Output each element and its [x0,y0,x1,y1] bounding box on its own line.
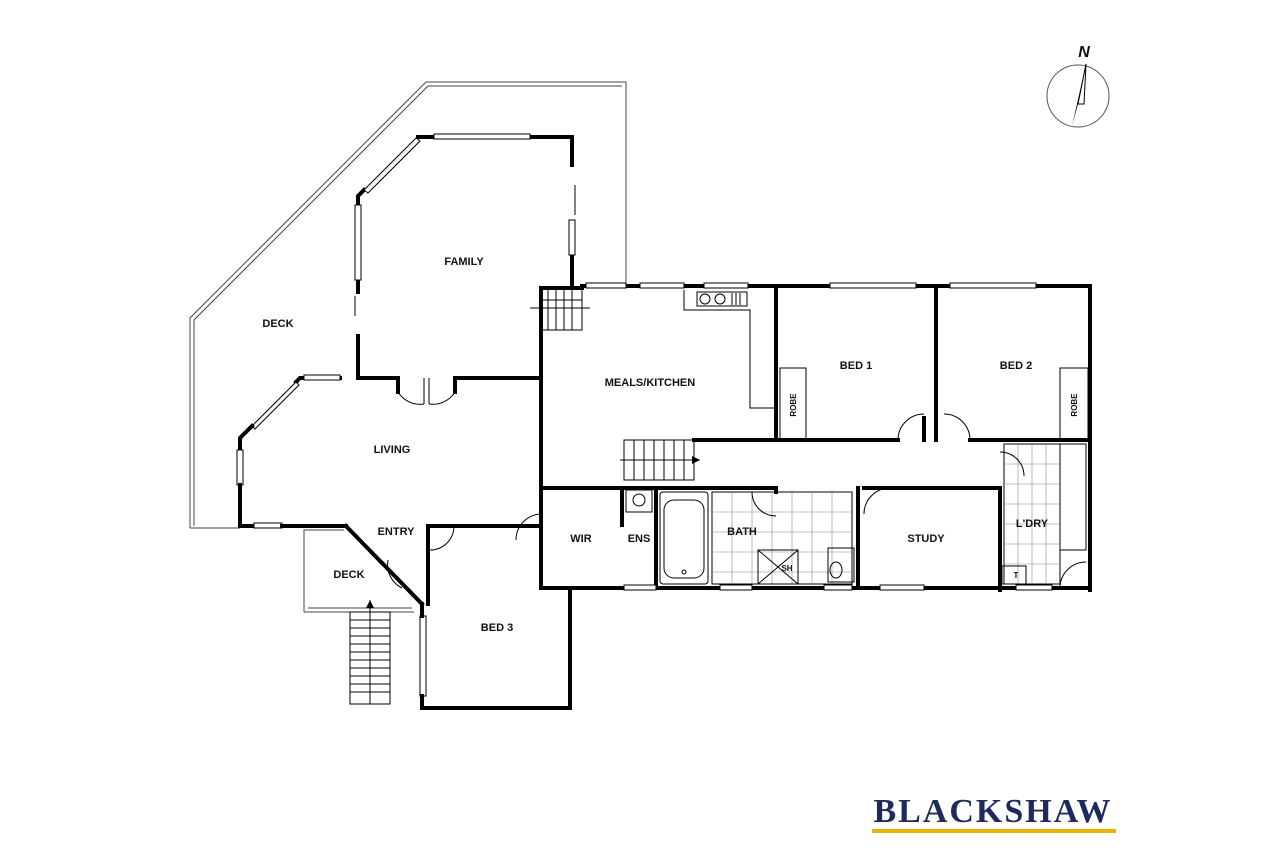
north-arrow-icon: N [1046,44,1110,128]
bedroom-walls [692,284,1092,442]
deck-outline [189,81,627,529]
brand-underline [872,829,1116,833]
label-living: LIVING [374,444,411,456]
label-bed1: BED 1 [840,360,872,372]
label-bed2: BED 2 [1000,360,1032,372]
brand-name: BLACKSHAW [873,793,1112,830]
entry-bed3-walls [303,523,572,710]
label-wir: WIR [570,533,591,545]
stairs-central [620,439,700,481]
label-study: STUDY [907,533,945,545]
label-deck-entry: DECK [333,569,364,581]
label-bed3: BED 3 [481,622,513,634]
living-walls [236,374,543,529]
compass-label: N [1078,44,1090,61]
label-ldry: L'DRY [1016,518,1049,530]
label-meals-kitchen: MEALS/KITCHEN [605,377,696,389]
brand-logo: BLACKSHAW [872,793,1116,833]
label-shower: SH [781,564,792,573]
label-tub: T [1014,571,1019,580]
laundry-tiles [1003,443,1087,585]
label-bath: BATH [727,526,757,538]
label-robe2: ROBE [1070,393,1079,417]
label-deck-main: DECK [262,318,293,330]
label-family: FAMILY [444,256,484,268]
lower-walls [429,443,1092,592]
stairs-entry [349,600,391,705]
label-ens: ENS [628,533,651,545]
label-robe1: ROBE [789,393,798,417]
label-entry: ENTRY [378,526,416,538]
stairs-upper [530,288,590,331]
